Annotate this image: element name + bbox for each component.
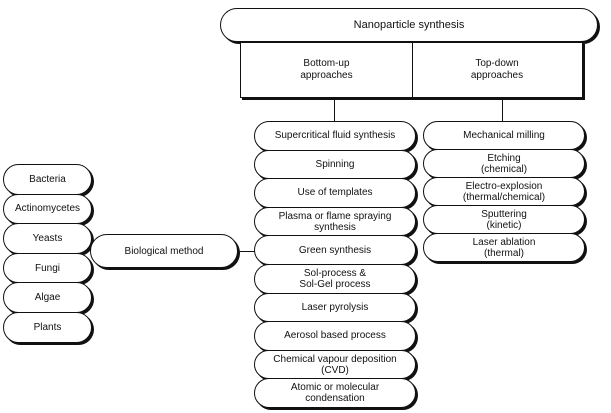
- biological-source-label: Bacteria: [29, 173, 66, 185]
- top-down-method-node: Sputtering (kinetic): [423, 205, 585, 234]
- top-down-method-node: Mechanical milling: [423, 121, 585, 150]
- bottom-up-method-label: Green synthesis: [298, 244, 372, 256]
- biological-source-label: Yeasts: [32, 232, 63, 244]
- biological-source-label: Fungi: [34, 262, 60, 274]
- top-down-method-label: Laser ablation (thermal): [472, 236, 536, 259]
- bottom-up-method-label: Aerosol based process: [284, 330, 386, 342]
- bottom-up-method-label: Supercritical fluid synthesis: [274, 130, 396, 142]
- biological-source-node: Plants: [3, 312, 92, 343]
- top-down-approaches-node: Top-down approaches: [412, 43, 582, 97]
- top-down-method-label: Etching (chemical): [480, 152, 528, 175]
- bottom-up-label: Bottom-up approaches: [300, 58, 353, 81]
- bottom-up-method-node: Laser pyrolysis: [254, 292, 416, 323]
- biological-source-node: Actinomycetes: [3, 193, 92, 225]
- bottom-up-approaches-node: Bottom-up approaches: [241, 43, 413, 97]
- bottom-up-method-label: Atomic or molecular condensation: [290, 382, 380, 405]
- bottom-up-method-node: Chemical vapour deposition (CVD): [254, 349, 416, 380]
- biological-method-node: Biological method: [90, 234, 238, 268]
- biological-source-label: Algae: [34, 292, 61, 304]
- biological-source-node: Yeasts: [3, 223, 92, 254]
- connector-biological-green: [238, 251, 255, 252]
- biological-method-label: Biological method: [124, 245, 204, 257]
- biological-source-node: Algae: [3, 282, 92, 313]
- biological-source-node: Fungi: [3, 252, 92, 284]
- bottom-up-method-node: Plasma or flame spraying synthesis: [254, 206, 416, 237]
- approaches-box: Bottom-up approaches Top-down approaches: [240, 42, 583, 98]
- bottom-up-method-node: Supercritical fluid synthesis: [254, 121, 416, 151]
- bottom-up-method-node: Use of templates: [254, 178, 416, 208]
- bottom-up-method-label: Use of templates: [297, 187, 373, 199]
- bottom-up-method-label: Laser pyrolysis: [301, 301, 369, 313]
- bottom-up-method-node: Spinning: [254, 149, 416, 180]
- bottom-up-method-label: Plasma or flame spraying synthesis: [278, 210, 392, 233]
- bottom-up-method-node: Atomic or molecular condensation: [254, 378, 416, 408]
- top-down-label: Top-down approaches: [470, 58, 524, 81]
- bottom-up-method-label: Spinning: [315, 158, 355, 170]
- top-down-method-label: Electro-explosion (thermal/chemical): [462, 180, 546, 203]
- biological-source-label: Actinomycetes: [14, 203, 81, 215]
- bottom-up-method-node: Aerosol based process: [254, 321, 416, 351]
- top-down-method-label: Mechanical milling: [463, 130, 545, 141]
- bottom-up-method-node: Sol-process & Sol-Gel process: [254, 264, 416, 294]
- bottom-up-method-label: Chemical vapour deposition (CVD): [273, 353, 397, 376]
- connector-top-down: [502, 98, 503, 122]
- top-down-method-node: Etching (chemical): [423, 149, 585, 178]
- bottom-up-method-node: Green synthesis: [254, 235, 416, 265]
- top-down-method-node: Electro-explosion (thermal/chemical): [423, 177, 585, 206]
- biological-source-node: Bacteria: [3, 164, 92, 195]
- biological-source-label: Plants: [33, 321, 62, 333]
- top-down-method-node: Laser ablation (thermal): [423, 233, 585, 262]
- root-node-nanoparticle-synthesis: Nanoparticle synthesis: [220, 8, 598, 42]
- top-down-method-label: Sputtering (kinetic): [481, 208, 527, 231]
- connector-bottom-up: [334, 98, 335, 122]
- bottom-up-method-label: Sol-process & Sol-Gel process: [299, 267, 371, 290]
- root-label: Nanoparticle synthesis: [353, 18, 465, 31]
